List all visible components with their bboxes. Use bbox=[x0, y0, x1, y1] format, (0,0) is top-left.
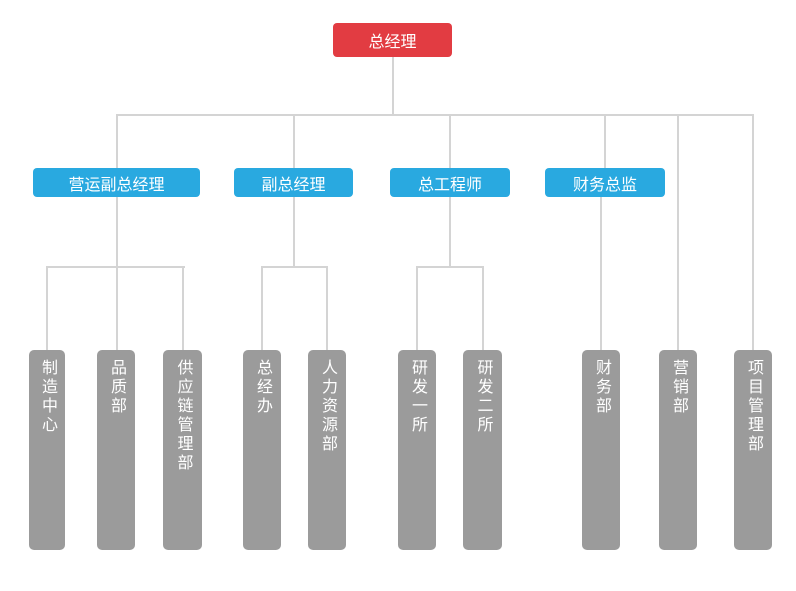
connector-line bbox=[416, 266, 418, 350]
connector-line bbox=[600, 197, 602, 350]
connector-line bbox=[449, 114, 451, 168]
node-manufacturing-center[interactable]: 制造中心 bbox=[29, 350, 65, 550]
connector-line bbox=[391, 57, 394, 115]
node-hr-dept[interactable]: 人力资源部 bbox=[308, 350, 346, 550]
connector-line bbox=[115, 266, 118, 350]
node-quality-dept[interactable]: 品质部 bbox=[97, 350, 135, 550]
node-deputy-gm[interactable]: 副总经理 bbox=[234, 168, 353, 197]
node-project-mgmt-dept[interactable]: 项目管理部 bbox=[734, 350, 772, 550]
connector-line bbox=[677, 114, 679, 350]
node-rd-institute-2[interactable]: 研发二所 bbox=[463, 350, 502, 550]
node-supply-chain-dept[interactable]: 供应链管理部 bbox=[163, 350, 202, 550]
node-rd-institute-1[interactable]: 研发一所 bbox=[398, 350, 436, 550]
connector-line bbox=[292, 114, 295, 168]
node-marketing-dept[interactable]: 营销部 bbox=[659, 350, 697, 550]
node-chief-engineer[interactable]: 总工程师 bbox=[390, 168, 510, 197]
connector-line bbox=[115, 114, 118, 168]
connector-line bbox=[261, 266, 263, 350]
connector-line bbox=[46, 266, 48, 350]
connector-line bbox=[416, 266, 484, 268]
node-general-manager[interactable]: 总经理 bbox=[333, 23, 452, 57]
connector-line bbox=[481, 266, 484, 350]
connector-line bbox=[292, 197, 295, 266]
connector-line bbox=[326, 266, 328, 350]
connector-line bbox=[261, 266, 328, 268]
connector-line bbox=[604, 114, 606, 168]
connector-line bbox=[449, 197, 451, 266]
node-gm-office[interactable]: 总经办 bbox=[243, 350, 281, 550]
connector-line bbox=[181, 266, 184, 350]
node-finance-dept[interactable]: 财务部 bbox=[582, 350, 620, 550]
connector-line bbox=[46, 266, 185, 268]
connector-line bbox=[115, 114, 754, 116]
connector-line bbox=[115, 197, 118, 266]
node-finance-director[interactable]: 财务总监 bbox=[545, 168, 665, 197]
node-operations-vp[interactable]: 营运副总经理 bbox=[33, 168, 200, 197]
connector-line bbox=[752, 114, 754, 350]
